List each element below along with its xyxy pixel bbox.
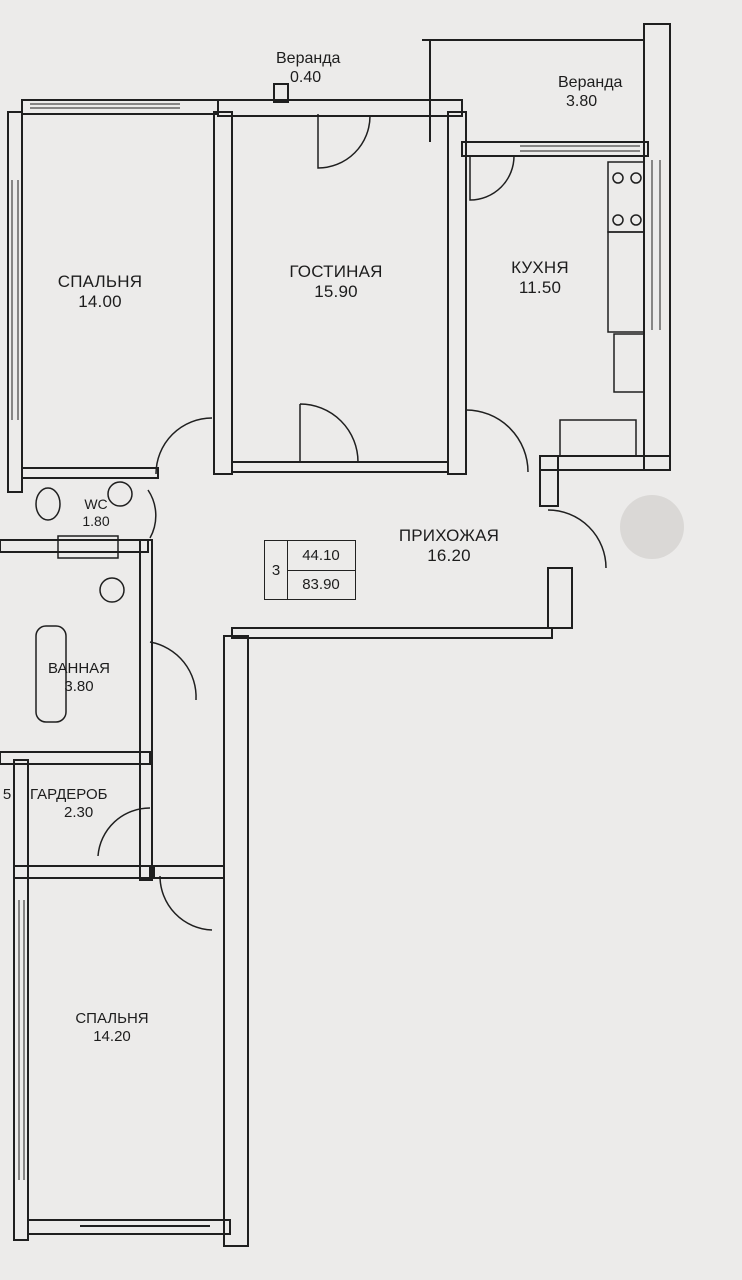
toilet xyxy=(35,487,61,521)
door-kitchen-top xyxy=(469,155,515,201)
door-living-top xyxy=(317,114,371,169)
veranda-large-label: Веранда 3.80 xyxy=(558,74,622,112)
veranda-small-area: 0.40 xyxy=(290,68,322,86)
burner-4 xyxy=(630,214,642,226)
wc-sink xyxy=(107,481,133,507)
door-bath xyxy=(149,641,197,701)
wardrobe-name: ГАРДЕРОБ xyxy=(30,786,108,803)
door-hall-right xyxy=(547,509,607,569)
kitchen-counter xyxy=(607,231,645,333)
bath-label: ВАННАЯ 3.80 xyxy=(34,660,124,695)
kitchen-bottom-wall xyxy=(539,455,671,471)
wc-label: WC 1.80 xyxy=(68,496,124,529)
wardrobe-bottom-wall xyxy=(13,865,155,879)
top-wall-bedroom xyxy=(21,99,219,115)
kitchen-name: КУХНЯ xyxy=(511,258,569,277)
kitchen-area: 11.50 xyxy=(518,278,562,298)
right-outer-wall xyxy=(643,23,671,471)
bedroom2-label: СПАЛЬНЯ 14.20 xyxy=(58,1010,166,1045)
hall-right-column xyxy=(547,567,573,629)
door-wc xyxy=(147,489,157,539)
wc-bottom-wall xyxy=(0,539,149,553)
door-bedroom2 xyxy=(159,875,213,931)
veranda-small-name: Веранда xyxy=(276,50,341,67)
wall-living-kitchen xyxy=(447,111,467,475)
bedroom2-top-wall xyxy=(149,865,225,879)
veranda-small-outline xyxy=(273,83,289,103)
burner-3 xyxy=(612,214,624,226)
wc-name: WC xyxy=(84,496,108,512)
top-wall-living xyxy=(217,99,463,117)
room-count: 3 xyxy=(265,541,288,599)
living-area: 15.90 xyxy=(314,282,358,302)
corridor-right-wall xyxy=(223,635,249,1247)
veranda-small-label: Веранда 0.40 xyxy=(276,50,340,88)
bathtub xyxy=(35,625,67,723)
door-kitchen-bottom xyxy=(465,409,529,473)
edge-mark-left: 5 xyxy=(2,786,12,803)
living-area-total: 44.10 xyxy=(287,541,355,571)
bedroom2-area: 14.20 xyxy=(93,1027,131,1045)
bath-area: 3.80 xyxy=(64,677,94,695)
living-label: ГОСТИНАЯ 15.90 xyxy=(266,262,406,302)
wc-counter xyxy=(57,535,119,559)
wardrobe-label: ГАРДЕРОБ 2.30 xyxy=(30,786,140,821)
fridge xyxy=(559,419,637,457)
wardrobe-area: 2.30 xyxy=(64,803,94,821)
veranda-large-area: 3.80 xyxy=(566,92,598,110)
bedroom1-label: СПАЛЬНЯ 14.00 xyxy=(40,272,160,312)
bath-name: ВАННАЯ xyxy=(47,660,110,677)
total-area: 83.90 xyxy=(302,576,340,593)
living-name: ГОСТИНАЯ xyxy=(289,262,383,281)
wall-bedroom-living xyxy=(213,111,233,475)
kitchen-top-wall xyxy=(461,141,649,157)
hall-label: ПРИХОЖАЯ 16.20 xyxy=(374,526,524,566)
left-outer-wall-lower xyxy=(13,759,29,1241)
door-living-bottom xyxy=(299,403,359,463)
bedroom1-name: СПАЛЬНЯ xyxy=(57,272,143,291)
hall-right-stub xyxy=(539,455,559,507)
wc-area: 1.80 xyxy=(82,512,110,529)
bedroom1-area: 14.00 xyxy=(78,292,122,312)
veranda-large-name: Веранда xyxy=(558,74,623,91)
bedroom2-name: СПАЛЬНЯ xyxy=(75,1010,149,1027)
kitchen-sink xyxy=(613,333,645,393)
corridor-left-wall xyxy=(139,539,153,881)
left-outer-wall xyxy=(7,111,23,493)
bath-sink xyxy=(99,577,125,603)
apartment-totals: 3 44.10 83.90 xyxy=(264,540,356,600)
burner-2 xyxy=(630,172,642,184)
bedroom1-bottom-wall xyxy=(21,467,159,479)
living-bottom-wall xyxy=(231,461,449,473)
veranda-large-outline xyxy=(422,39,644,142)
bottom-wall xyxy=(27,1219,231,1235)
bath-bottom-wall xyxy=(0,751,151,765)
hall-area: 16.20 xyxy=(427,546,471,566)
hall-bottom-wall xyxy=(231,627,553,639)
burner-1 xyxy=(612,172,624,184)
hall-name: ПРИХОЖАЯ xyxy=(398,526,500,545)
blur-watermark xyxy=(620,495,684,559)
kitchen-label: КУХНЯ 11.50 xyxy=(490,258,590,298)
door-bedroom1 xyxy=(155,417,213,475)
door-wardrobe xyxy=(97,807,151,857)
